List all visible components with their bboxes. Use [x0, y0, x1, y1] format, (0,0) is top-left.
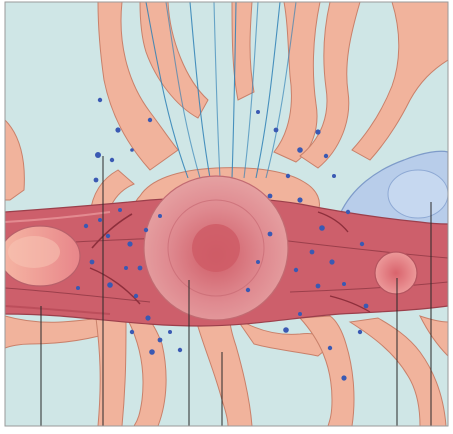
- particle-dot: [138, 266, 143, 271]
- particle-dot: [149, 349, 155, 355]
- particle-dot: [246, 288, 250, 292]
- particle-dot: [124, 266, 128, 270]
- small-cell: [375, 252, 417, 294]
- particle-dot: [110, 158, 114, 162]
- particle-dot: [158, 214, 162, 218]
- particle-dot: [98, 98, 102, 102]
- particle-dot: [268, 232, 273, 237]
- particle-dot: [158, 338, 163, 343]
- particle-dot: [328, 346, 332, 350]
- particle-dot: [98, 218, 102, 222]
- particle-dot: [256, 110, 260, 114]
- particle-dot: [256, 260, 260, 264]
- particle-dot: [358, 330, 362, 334]
- particle-dot: [298, 312, 302, 316]
- particle-dot: [134, 294, 138, 298]
- particle-dot: [145, 315, 150, 320]
- particle-dot: [342, 282, 346, 286]
- particle-dot: [84, 224, 88, 228]
- particle-dot: [76, 286, 80, 290]
- particle-dot: [90, 260, 95, 265]
- particle-dot: [364, 304, 369, 309]
- particle-dot: [297, 147, 303, 153]
- particle-dot: [360, 242, 364, 246]
- particle-dot: [319, 225, 325, 231]
- particle-dot: [94, 178, 99, 183]
- particle-dot: [268, 194, 273, 199]
- particle-dot: [115, 127, 120, 132]
- particle-dot: [107, 282, 113, 288]
- particle-dot: [168, 330, 172, 334]
- particle-dot: [346, 210, 350, 214]
- particle-dot: [127, 241, 132, 246]
- particle-dot: [332, 174, 336, 178]
- particle-dot: [144, 228, 148, 232]
- particle-dot: [315, 129, 320, 134]
- particle-dot: [283, 327, 289, 333]
- glial-nucleus: [388, 170, 448, 218]
- particle-dot: [329, 259, 334, 264]
- particle-dot: [341, 375, 346, 380]
- particle-dot: [294, 268, 298, 272]
- particle-dot: [324, 154, 328, 158]
- particle-dot: [274, 128, 279, 133]
- particle-dot: [297, 197, 302, 202]
- left-cell-inner: [8, 236, 60, 268]
- particle-dot: [106, 234, 110, 238]
- central-nucleolus: [192, 224, 240, 272]
- particle-dot: [95, 152, 101, 158]
- particle-dot: [178, 348, 182, 352]
- particle-dot: [148, 118, 152, 122]
- particle-dot: [286, 174, 290, 178]
- particle-dot: [130, 330, 134, 334]
- particle-dot: [310, 250, 315, 255]
- particle-dot: [130, 148, 134, 152]
- particle-dot: [316, 284, 321, 289]
- particle-dot: [118, 208, 122, 212]
